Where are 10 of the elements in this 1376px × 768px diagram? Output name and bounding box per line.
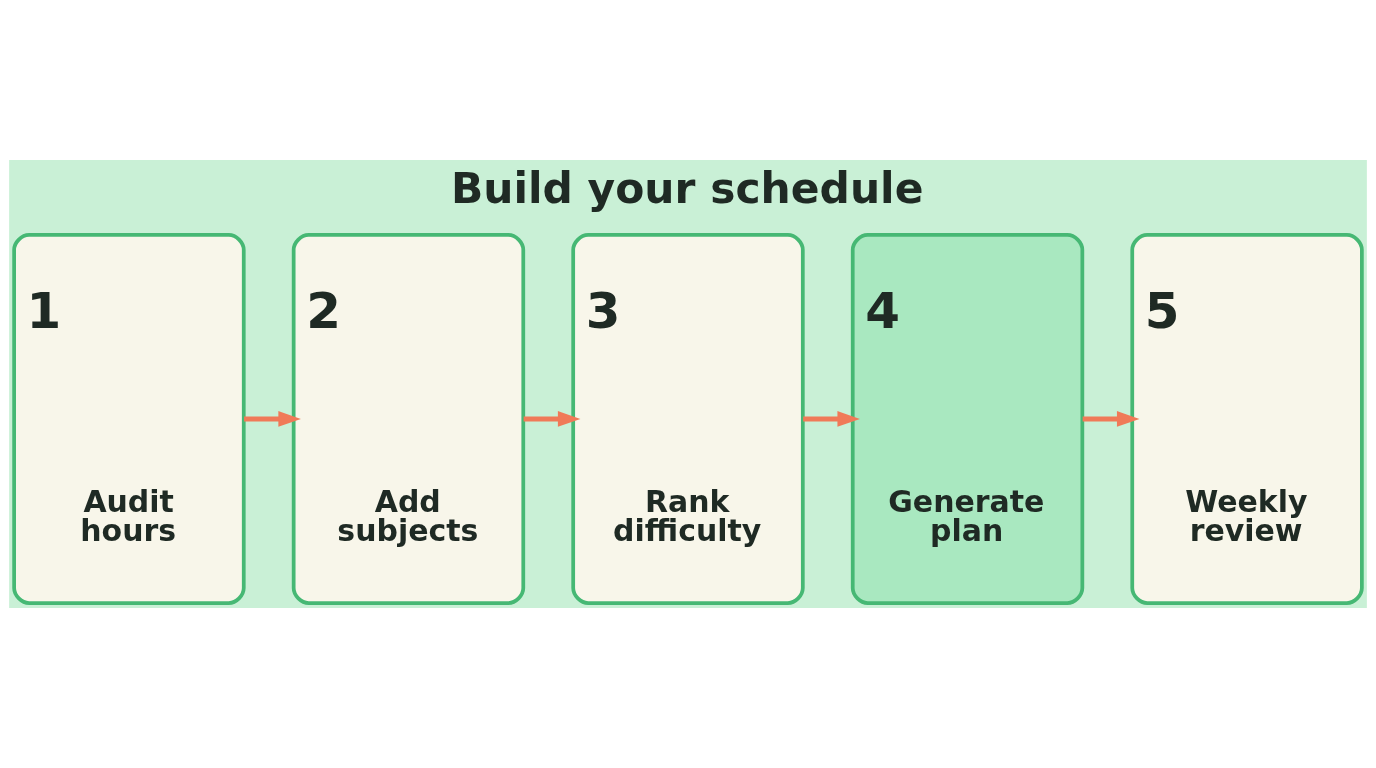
- node-box: 2 Add subjects: [291, 233, 526, 605]
- diagram-title: Build your schedule: [450, 163, 924, 213]
- arrow: [523, 411, 581, 427]
- arrow: [244, 411, 301, 427]
- node-box: 5 Weekly review: [1130, 233, 1364, 605]
- arrow: [1082, 411, 1140, 427]
- arrow: [803, 411, 860, 427]
- node-box: 4 Generate plan: [850, 233, 1085, 605]
- node-box: 3 Rank difficulty: [571, 233, 805, 605]
- node-box: 1 Audit hours: [12, 233, 246, 605]
